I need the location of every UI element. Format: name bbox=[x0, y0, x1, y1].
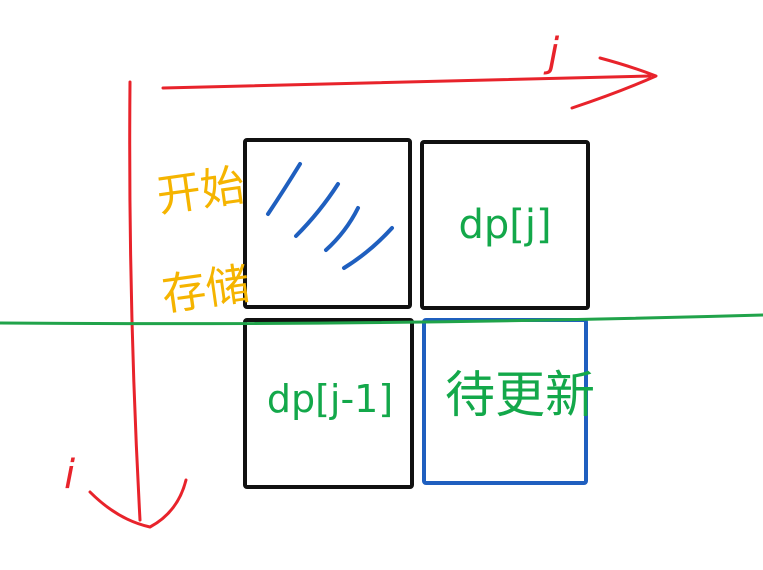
horizontal-axis: j bbox=[161, 30, 658, 110]
horizontal-axis-label: j bbox=[543, 30, 560, 76]
cell-bottom-left: dp[j-1] bbox=[243, 318, 414, 489]
vertical-axis: i bbox=[64, 80, 188, 529]
hatch-mark bbox=[324, 206, 360, 252]
cell-top-left-box bbox=[243, 138, 412, 309]
side-annotation-line-1: 开始 bbox=[154, 160, 248, 223]
row-divider-line bbox=[0, 313, 763, 326]
cell-top-left bbox=[243, 138, 412, 309]
vertical-axis-arrowhead bbox=[88, 478, 188, 529]
vertical-axis-label: i bbox=[64, 452, 75, 498]
horizontal-axis-line bbox=[161, 74, 652, 90]
vertical-axis-line bbox=[128, 80, 142, 522]
cell-bottom-right-label: 待更新 bbox=[445, 366, 595, 424]
cell-top-right-box bbox=[420, 140, 590, 310]
side-annotation: 开始 存储 bbox=[154, 160, 253, 322]
cell-bottom-left-label: dp[j-1] bbox=[267, 377, 393, 421]
cell-bottom-right: 待更新 bbox=[422, 318, 595, 485]
hatch-mark bbox=[342, 226, 394, 270]
side-annotation-line-2: 存储 bbox=[159, 259, 253, 322]
cell-bottom-left-box bbox=[243, 318, 414, 489]
hatch-marks bbox=[266, 162, 394, 270]
cell-top-right: dp[j] bbox=[420, 140, 590, 310]
hatch-mark bbox=[266, 162, 302, 216]
horizontal-axis-arrowhead bbox=[570, 56, 658, 110]
cell-top-right-label: dp[j] bbox=[458, 202, 551, 248]
hatch-mark bbox=[294, 182, 340, 238]
